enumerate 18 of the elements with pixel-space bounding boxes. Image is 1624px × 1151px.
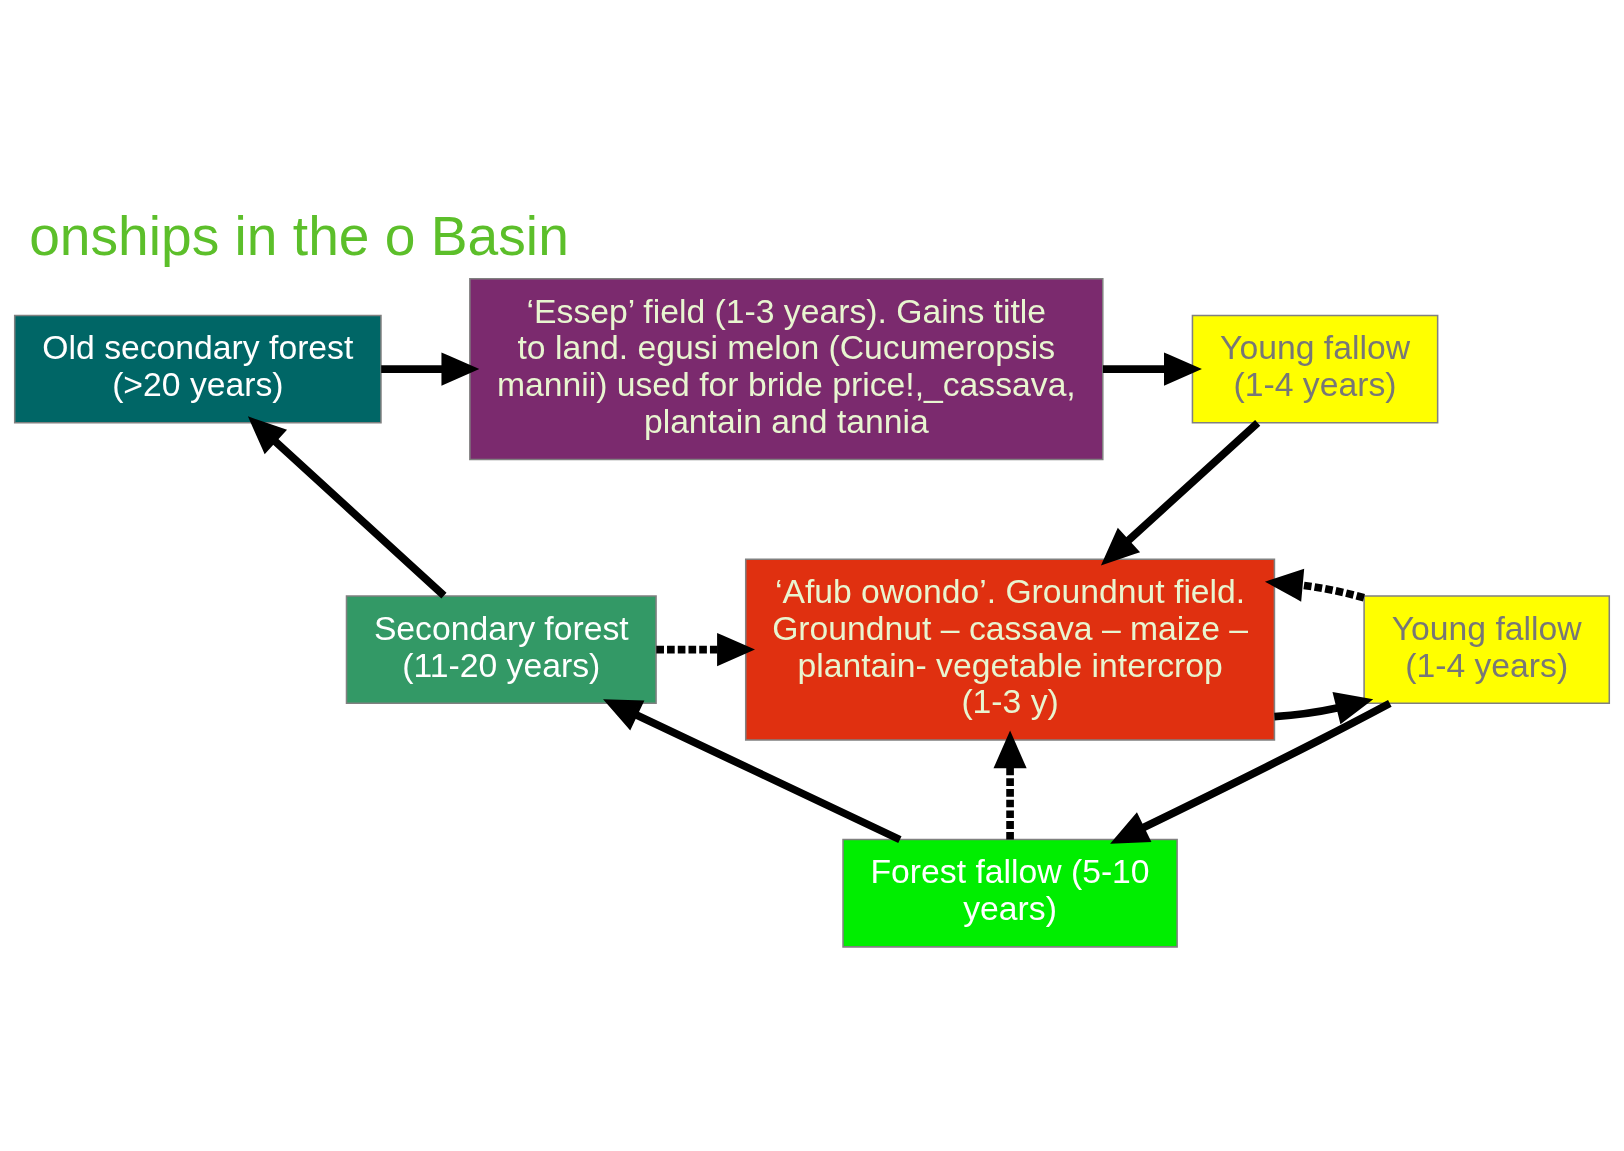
arrow	[1264, 568, 1365, 602]
node-box: Young fallow (1-4 years)	[1191, 314, 1439, 423]
arrow	[1100, 419, 1261, 565]
diagram-title: onships in the o Basin	[29, 204, 569, 267]
arrow	[603, 698, 902, 843]
arrow	[1274, 691, 1374, 724]
node-box: Young fallow (1-4 years)	[1363, 594, 1611, 704]
arrow	[993, 729, 1027, 839]
arrow	[381, 352, 480, 386]
node-box: ‘Essep’ field (1-3 years). Gains title to land. egusi melon (Cucumeropsis mannii) used for bride price!,_cassava, plantain and tannia	[469, 277, 1104, 460]
arrow	[247, 415, 447, 598]
node-box: ‘Afub owondo’. Groundnut field. Groundnut – cassava – maize – plantain- vegetable intercrop (1-3 y)	[744, 557, 1276, 741]
arrow	[1102, 352, 1202, 386]
node-box: Forest fallow (5-10 years)	[842, 838, 1178, 948]
arrow	[656, 632, 755, 666]
node-box: Secondary forest (11-20 years)	[345, 594, 657, 704]
node-box: Old secondary forest (>20 years)	[13, 314, 382, 423]
arrow	[1110, 699, 1392, 844]
